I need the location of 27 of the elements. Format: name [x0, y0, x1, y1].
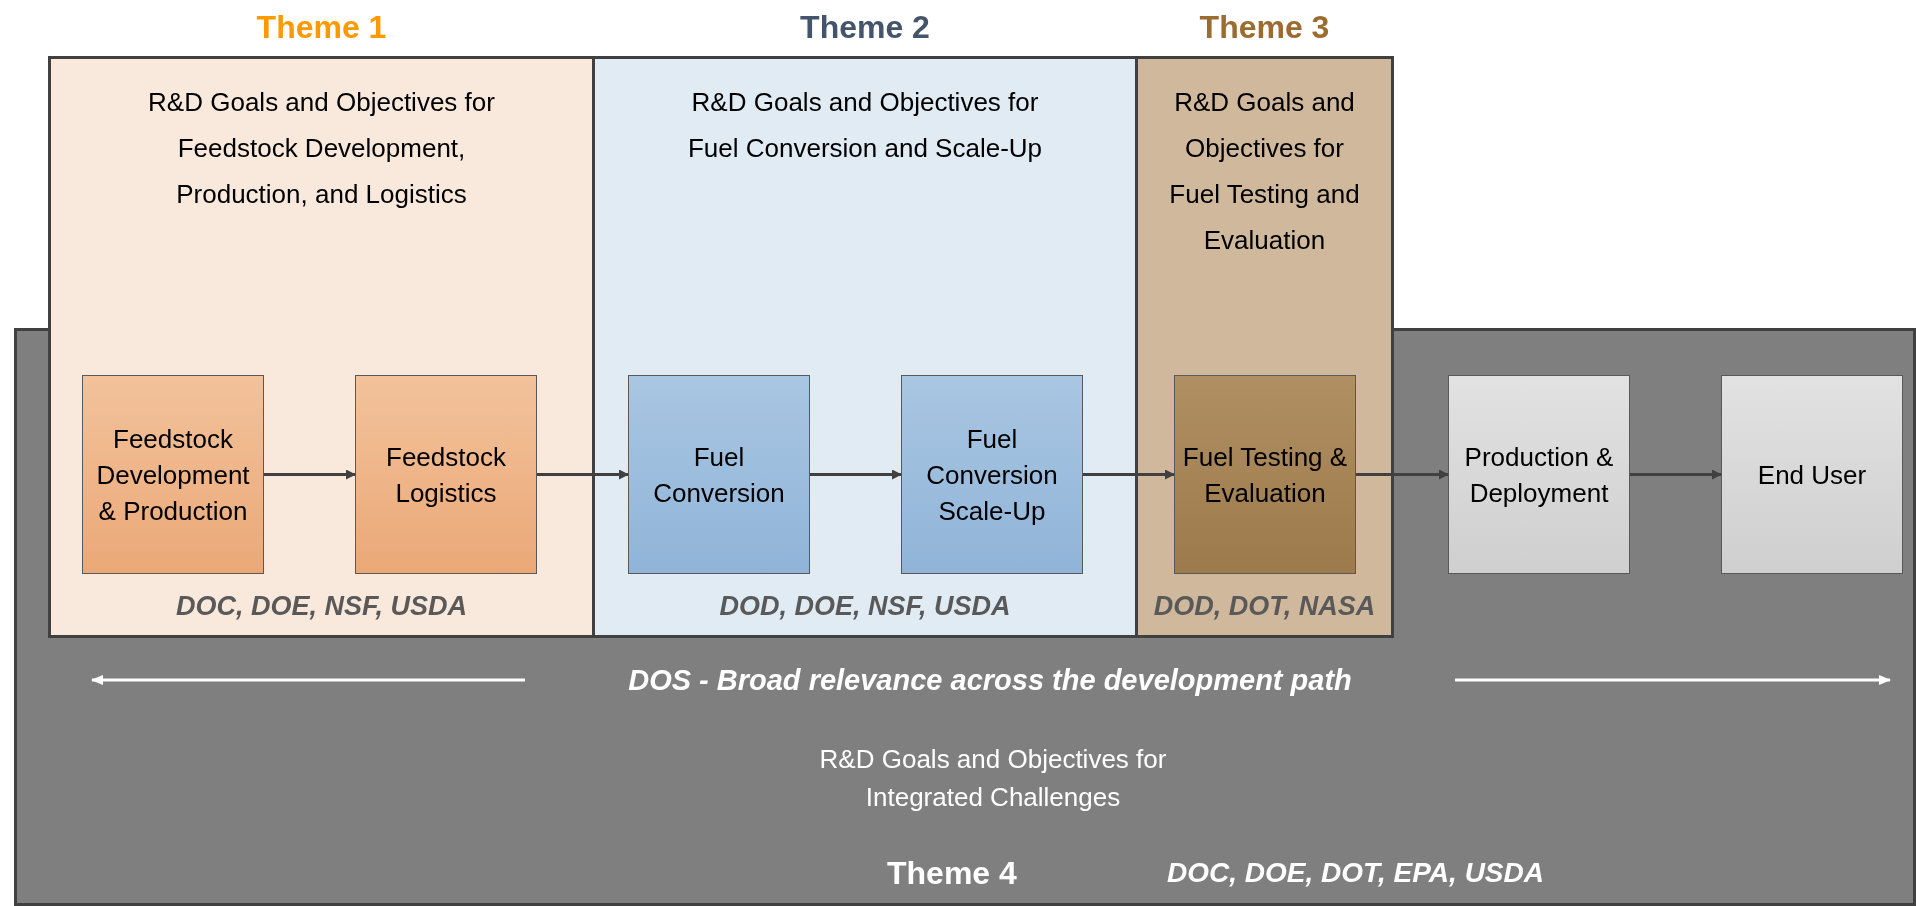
agency-list: DOD, DOT, NASA: [1153, 589, 1376, 623]
arrow: [264, 469, 356, 480]
agency-list: DOC, DOE, NSF, USDA: [176, 589, 467, 623]
process-box: Feedstock Development & Production: [82, 375, 264, 574]
goals-text: R&D Goals and Objectives for Fuel Testing and Evaluation: [1168, 86, 1361, 257]
agency-list: DOD, DOE, NSF, USDA: [719, 589, 1011, 623]
goals-text: R&D Goals and Objectives for Feedstock Development, Production, and Logistics: [147, 86, 496, 211]
theme-heading: Theme 1: [255, 8, 388, 47]
arrow: [1356, 469, 1449, 480]
arrow: [810, 469, 902, 480]
process-box: End User: [1721, 375, 1903, 574]
process-box: Fuel Testing & Evaluation: [1174, 375, 1356, 574]
span-label: DOS - Broad relevance across the development path: [627, 663, 1353, 698]
process-box: Fuel Conversion: [628, 375, 810, 574]
process-box: Feedstock Logistics: [355, 375, 537, 574]
arrow: [1083, 469, 1175, 480]
theme-heading: Theme 2: [799, 8, 931, 47]
agency-list: DOC, DOE, DOT, EPA, USDA: [1167, 855, 1544, 891]
theme-heading: Theme 3: [1198, 8, 1331, 47]
arrow: [1630, 469, 1722, 480]
theme-heading: Theme 4: [887, 854, 1017, 893]
process-box: Production & Deployment: [1448, 375, 1630, 574]
arrow: [537, 469, 629, 480]
process-box: Fuel Conversion Scale-Up: [901, 375, 1083, 574]
goals-text: R&D Goals and Objectives for Integrated Challenges: [818, 743, 1168, 814]
theme-band: [14, 638, 1916, 906]
goals-text: R&D Goals and Objectives for Fuel Conversion and Scale-Up: [686, 86, 1044, 165]
